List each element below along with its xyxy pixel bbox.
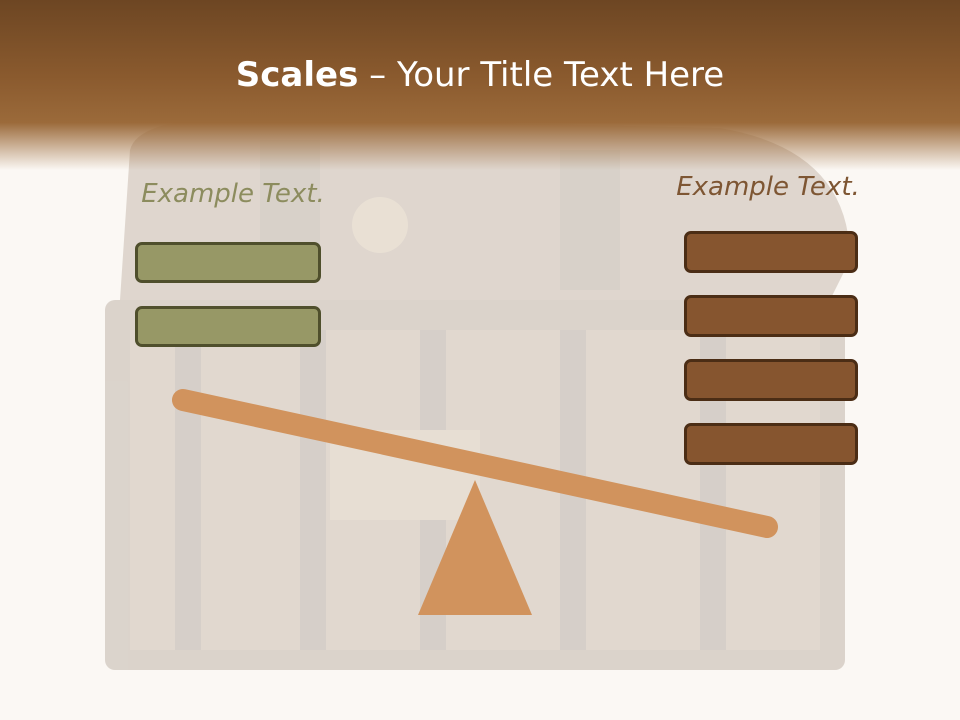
slide-title: Scales – Your Title Text Here xyxy=(0,52,960,98)
right-pan-box xyxy=(684,423,858,465)
title-band xyxy=(0,0,960,170)
scale-beam xyxy=(172,389,778,538)
left-pan-label: Example Text. xyxy=(141,179,325,209)
right-pan-box xyxy=(684,359,858,401)
left-pan-box xyxy=(135,306,321,347)
right-pan-label: Example Text. xyxy=(676,172,860,202)
left-pan-box xyxy=(135,242,321,283)
title-rest-part: – Your Title Text Here xyxy=(358,55,725,95)
title-bold-part: Scales xyxy=(235,55,359,95)
right-pan-box xyxy=(684,295,858,337)
right-pan-box xyxy=(684,231,858,273)
scale-fulcrum xyxy=(418,480,532,615)
